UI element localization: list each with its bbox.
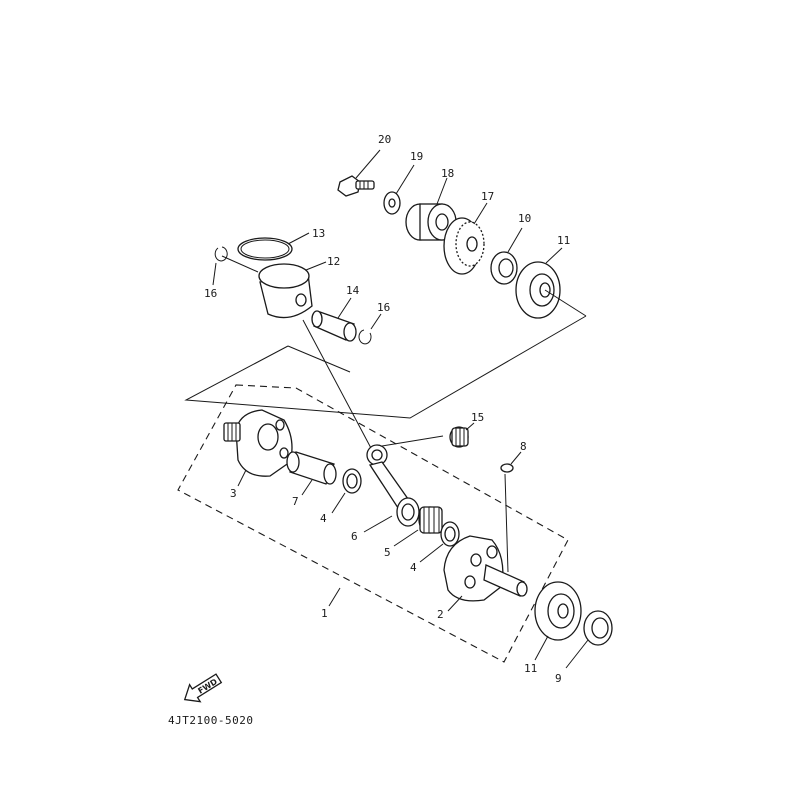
needle-bearing-part-15: [449, 426, 469, 448]
leader-12: [305, 261, 327, 271]
callout-14: 14: [346, 284, 360, 297]
key-part-8: [500, 463, 514, 473]
leader-14: [337, 297, 352, 319]
leader-17: [473, 202, 488, 225]
pin-axis-line: [221, 255, 259, 273]
small-end-bearing-link: [381, 435, 444, 447]
leader-19: [395, 164, 415, 195]
leader-11-bottom: [534, 635, 549, 661]
callout-17: 17: [481, 190, 494, 203]
callout-15: 15: [471, 411, 484, 424]
callout-8: 8: [520, 440, 527, 453]
callout-12: 12: [327, 255, 340, 268]
leader-4-right: [419, 543, 444, 563]
callout-13: 13: [312, 227, 325, 240]
callout-16-left: 16: [204, 287, 217, 300]
connecting-rod-part-6: [366, 444, 420, 527]
diagram-code: 4JT2100-5020: [168, 714, 253, 727]
leader-4-left: [331, 492, 346, 514]
callout-4-right: 4: [410, 561, 417, 574]
leader-8: [510, 451, 522, 465]
bolt-part-20: [337, 175, 375, 197]
leader-11-top: [545, 247, 563, 264]
callout-7: 7: [292, 495, 299, 508]
callout-9: 9: [555, 672, 562, 685]
bearing-part-11-bottom: [534, 581, 582, 641]
leader-20: [355, 149, 381, 179]
forward-direction-arrow-icon: FWD: [183, 673, 223, 703]
needle-bearing-part-5: [418, 506, 443, 534]
piston-ring-part-13: [237, 237, 293, 261]
leader-3: [237, 469, 247, 487]
washer-part-4-right: [440, 521, 460, 547]
washer-part-4-left: [342, 468, 362, 494]
conrod-axis-line: [302, 319, 373, 451]
group-outline-link: [287, 345, 351, 373]
leader-7: [301, 479, 313, 496]
leader-5: [393, 529, 419, 547]
key-axis-line: [504, 473, 509, 573]
leader-2: [447, 595, 463, 612]
crank-half-part-2: [443, 535, 528, 602]
callout-18: 18: [441, 167, 454, 180]
leader-15: [465, 422, 475, 431]
leader-1: [328, 587, 341, 607]
bearing-part-11-top: [515, 261, 561, 319]
circlip-part-16-right: [358, 329, 372, 345]
callout-19: 19: [410, 150, 423, 163]
leader-18: [436, 177, 448, 205]
leader-16-left: [212, 262, 217, 286]
circlip-part-16-left: [214, 246, 228, 262]
leader-9: [565, 639, 589, 669]
callout-11-bottom: 11: [524, 662, 537, 675]
leader-6: [363, 515, 393, 533]
callout-6: 6: [351, 530, 358, 543]
piston-part-12: [258, 263, 313, 319]
piston-pin-part-14: [311, 310, 357, 342]
crank-pin-part-7: [286, 451, 337, 485]
callout-10: 10: [518, 212, 531, 225]
callout-2: 2: [437, 608, 444, 621]
callout-16-right: 16: [377, 301, 390, 314]
washer-part-19: [383, 191, 401, 215]
oil-seal-part-10: [490, 251, 518, 285]
oil-seal-part-9: [583, 610, 613, 646]
leader-13: [287, 232, 310, 245]
leader-16-right: [370, 313, 382, 330]
callout-5: 5: [384, 546, 391, 559]
callout-20: 20: [378, 133, 391, 146]
callout-1: 1: [321, 607, 328, 620]
callout-11-top: 11: [557, 234, 570, 247]
bearing-group-line: [544, 289, 587, 317]
crank-half-part-3: [223, 409, 293, 477]
callout-4-left: 4: [320, 512, 327, 525]
leader-10: [507, 227, 523, 253]
group-outline: [184, 315, 587, 419]
rotor-part-17: [443, 217, 485, 275]
crankshaft-assembly-boundary: [177, 384, 569, 663]
callout-3: 3: [230, 487, 237, 500]
